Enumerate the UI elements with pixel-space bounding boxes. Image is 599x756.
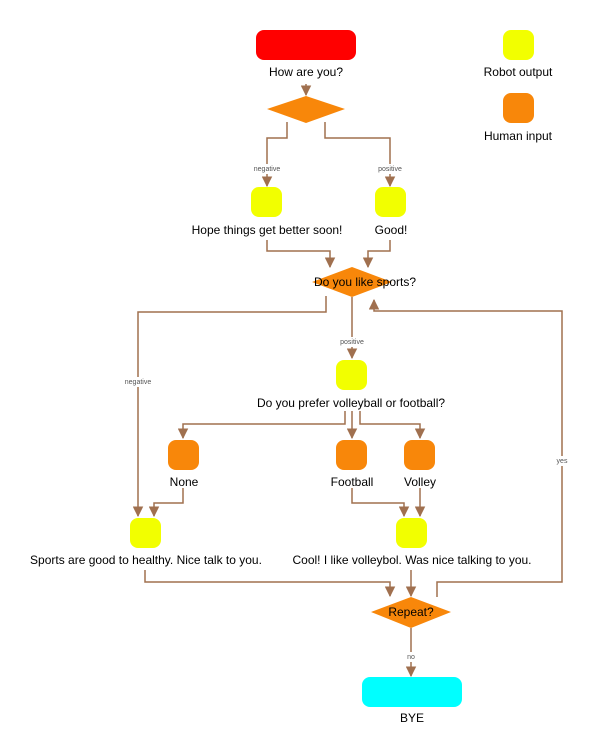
edge-football-to-cool: [351, 488, 410, 518]
edge-prefer-to-none: [177, 411, 346, 440]
legend-human-swatch: [503, 93, 534, 123]
bye-node[interactable]: [362, 677, 462, 707]
edge-label-yes: yes: [557, 458, 568, 465]
edge-good-to-sports: [362, 240, 391, 269]
prefer-node[interactable]: [336, 360, 367, 390]
sports-good-node[interactable]: [130, 518, 161, 548]
bye-node-label: BYE: [400, 711, 424, 725]
edge-none-to-sportsgood: [148, 488, 184, 518]
edge-mood-positive: [324, 122, 396, 188]
prefer-node-label: Do you prefer volleyball or football?: [257, 396, 445, 410]
start-node-label: How are you?: [269, 65, 343, 79]
football-node[interactable]: [336, 440, 367, 470]
sports-decision-label: Do you like sports?: [314, 275, 416, 289]
volley-node[interactable]: [404, 440, 435, 470]
edge-label-positive-2: positive: [340, 339, 364, 346]
edge-hope-to-sports: [266, 240, 336, 269]
edge-label-no: no: [407, 654, 415, 661]
repeat-decision-label: Repeat?: [388, 605, 434, 619]
legend-robot-label: Robot output: [484, 65, 553, 79]
none-node-label: None: [170, 475, 199, 489]
hope-node[interactable]: [251, 187, 282, 217]
good-node-label: Good!: [375, 223, 408, 237]
legend: Robot output Human input: [484, 30, 553, 143]
hope-node-label: Hope things get better soon!: [192, 223, 343, 237]
sports-good-node-label: Sports are good to healthy. Nice talk to…: [30, 553, 262, 567]
volley-node-label: Volley: [404, 475, 436, 489]
start-node[interactable]: [256, 30, 356, 60]
cool-node[interactable]: [396, 518, 427, 548]
edge-mood-negative: [261, 122, 288, 188]
legend-robot-swatch: [503, 30, 534, 60]
edge-repeat-yes: [368, 298, 563, 597]
edge-labels: negative positive positive negative yes …: [121, 164, 571, 662]
edge-prefer-to-volley: [359, 411, 426, 440]
football-node-label: Football: [331, 475, 374, 489]
good-node[interactable]: [375, 187, 406, 217]
edge-sportsgood-to-repeat: [144, 570, 396, 598]
mood-decision-node[interactable]: [267, 96, 345, 123]
none-node[interactable]: [168, 440, 199, 470]
cool-node-label: Cool! I like volleybol. Was nice talking…: [293, 553, 532, 567]
legend-human-label: Human input: [484, 129, 553, 143]
edge-label-negative-1: negative: [254, 166, 281, 173]
repeat-decision-node[interactable]: [371, 597, 451, 628]
edge-label-negative-2: negative: [125, 379, 152, 386]
edge-label-positive-1: positive: [378, 166, 402, 173]
edges: [132, 84, 563, 678]
sports-decision-node[interactable]: [312, 267, 392, 297]
edge-sports-negative: [132, 296, 327, 518]
